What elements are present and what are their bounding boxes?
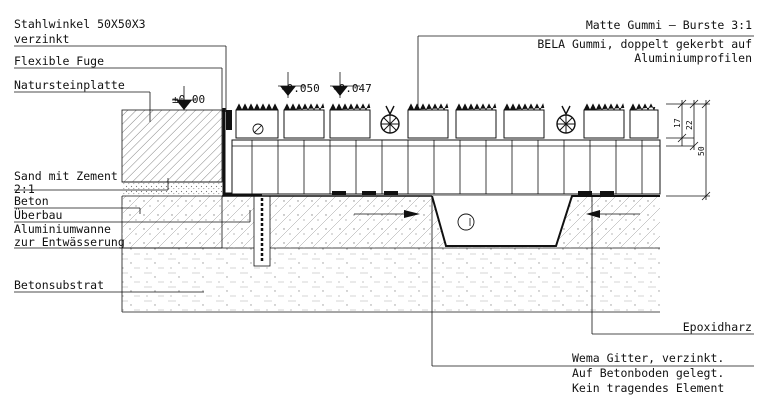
label-gitter-title: Wema Gitter, verzinkt. [572,351,724,365]
grating-body [231,139,661,195]
level-text-2: -0.050 [280,82,320,95]
dimension-lines: 17 22 50 [666,99,711,201]
dim-text-22: 22 [685,120,694,130]
level-text-3: -0.047 [332,82,372,95]
level-marker-2: -0.050 [278,72,320,98]
dim-text-50: 50 [697,146,706,156]
label-flexible-fuge: Flexible Fuge [14,54,104,68]
label-gitter-line3: Kein tragendes Element [572,381,724,395]
natursteinplatte [121,109,223,183]
level-text-1: ±0.00 [172,93,205,106]
dim-text-17: 17 [673,118,682,128]
label-beton: Beton [14,194,49,208]
label-matte-title: Matte Gummi – Burste 3:1 [586,18,752,32]
brush-elements [380,105,576,134]
anchor-bolt [253,195,271,267]
matte-profiles [235,103,659,139]
label-stahlwinkel: Stahlwinkel 50X50X3 [14,17,146,31]
leader-lines [14,35,754,367]
label-betonsubstrat: Betonsubstrat [14,278,104,292]
label-matte-desc2: Aluminiumprofilen [634,51,752,65]
level-marker-3: -0.047 [330,72,372,98]
label-matte-desc: BELA Gummi, doppelt gekerbt auf [537,37,752,51]
label-epoxidharz: Epoxidharz [683,320,752,334]
label-gitter-line2: Auf Betonboden gelegt. [572,366,724,380]
label-zur-entwaesserung: zur Entwässerung [14,235,125,249]
level-marker-1: ±0.00 [172,86,205,110]
label-verzinkt: verzinkt [14,32,69,46]
label-natursteinplatte: Natursteinplatte [14,78,125,92]
label-ueberbau: Überbau [14,206,62,222]
label-sand-ratio: 2:1 [14,182,35,196]
labels: Stahlwinkel 50X50X3 verzinkt Flexible Fu… [14,17,752,395]
sand-bedding [122,181,222,196]
label-sand-mit-zement: Sand mit Zement [14,169,118,183]
label-aluminiumwanne: Aluminiumwanne [14,222,111,236]
aluminiumwanne [222,195,660,247]
flow-arrows [354,210,640,218]
